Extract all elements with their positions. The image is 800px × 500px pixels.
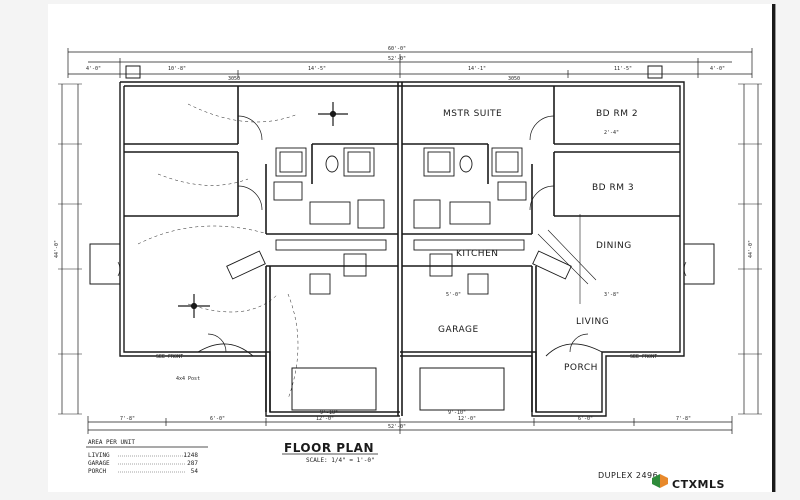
dimension-label: 6'-0" bbox=[578, 416, 593, 422]
dimension-label: 11'-5" bbox=[614, 66, 632, 72]
room-label-bd-rm-2: BD RM 2 bbox=[596, 109, 638, 119]
dimension-label: 9'-10" bbox=[448, 410, 466, 416]
dimension-label: 44'-0" bbox=[54, 240, 60, 258]
garage-doors bbox=[291, 367, 505, 411]
room-label-bd-rm-3: BD RM 3 bbox=[592, 183, 634, 193]
dimension-label: 7'-8" bbox=[120, 416, 135, 422]
drawing-title: FLOOR PLAN bbox=[284, 441, 374, 455]
bath-fixtures bbox=[273, 147, 527, 229]
dimension-label: 44'-0" bbox=[748, 240, 754, 258]
ceiling-fan-icon bbox=[178, 294, 210, 318]
room-label-kitchen: KITCHEN bbox=[456, 249, 499, 259]
dimension-label: 10'-8" bbox=[168, 66, 186, 72]
room-label-mstr-suite: MSTR SUITE bbox=[443, 109, 502, 119]
dimension-label: 4'-0" bbox=[86, 66, 101, 72]
drawing-sheet: MSTR SUITE BD RM 2 BD RM 3 KITCHEN DININ… bbox=[48, 4, 775, 492]
dimension-label: SEE FRONT bbox=[156, 354, 183, 360]
area-row-value: 54 bbox=[191, 468, 199, 475]
interior-walls bbox=[124, 86, 680, 412]
door-swings bbox=[117, 115, 687, 353]
area-row-value: 287 bbox=[187, 460, 198, 467]
area-row-label: LIVING bbox=[88, 452, 110, 459]
floor-plan-drawing: MSTR SUITE BD RM 2 BD RM 3 KITCHEN DININ… bbox=[54, 46, 762, 491]
ceiling-fan-icon bbox=[318, 102, 348, 126]
area-table: AREA PER UNIT LIVING 1248 GARAGE 287 POR… bbox=[86, 439, 208, 475]
dimension-label: 60'-0" bbox=[388, 46, 406, 52]
dimension-label: 12'-0" bbox=[458, 416, 476, 422]
room-label-dining: DINING bbox=[596, 241, 632, 251]
dimension-label: 52'-0" bbox=[388, 56, 406, 62]
dimension-label: 3050 bbox=[228, 76, 240, 82]
porch-note: 4x4 Post bbox=[176, 376, 200, 382]
area-row-value: 1248 bbox=[184, 452, 199, 459]
dimension-label: 12'-0" bbox=[316, 416, 334, 422]
dimension-label: 9'-10" bbox=[320, 410, 338, 416]
area-table-heading: AREA PER UNIT bbox=[88, 439, 135, 446]
area-row-label: PORCH bbox=[88, 468, 106, 475]
logo-text: CTXMLS bbox=[672, 478, 725, 491]
dimension-label: 6'-0" bbox=[210, 416, 225, 422]
dimension-label: 7'-8" bbox=[676, 416, 691, 422]
drawing-scale: SCALE: 1/4" = 1'-0" bbox=[306, 457, 375, 464]
sheet-id: DUPLEX 2496 bbox=[598, 471, 658, 480]
dimension-label: 52'-0" bbox=[388, 424, 406, 430]
vent-box bbox=[125, 65, 141, 79]
vent-box bbox=[647, 65, 663, 79]
dimension-label: 2'-4" bbox=[604, 130, 619, 136]
dimension-label: 14'-1" bbox=[468, 66, 486, 72]
dimension-label: 14'-5" bbox=[308, 66, 326, 72]
kitchen-counters bbox=[226, 239, 572, 295]
area-row-label: GARAGE bbox=[88, 460, 110, 467]
room-label-living: LIVING bbox=[576, 317, 609, 327]
ctxmls-logo: CTXMLS bbox=[652, 474, 725, 491]
dimension-label: 3'-8" bbox=[604, 292, 619, 298]
logo-arrow-icon bbox=[652, 474, 660, 488]
electrical-runs bbox=[137, 103, 299, 400]
dimension-label: SEE FRONT bbox=[630, 354, 657, 360]
dimension-label: 4'-0" bbox=[710, 66, 725, 72]
room-label-garage: GARAGE bbox=[438, 325, 479, 335]
dimension-label: 3050 bbox=[508, 76, 520, 82]
dimension-label: 5'-0" bbox=[446, 292, 461, 298]
room-label-porch: PORCH bbox=[564, 363, 598, 373]
